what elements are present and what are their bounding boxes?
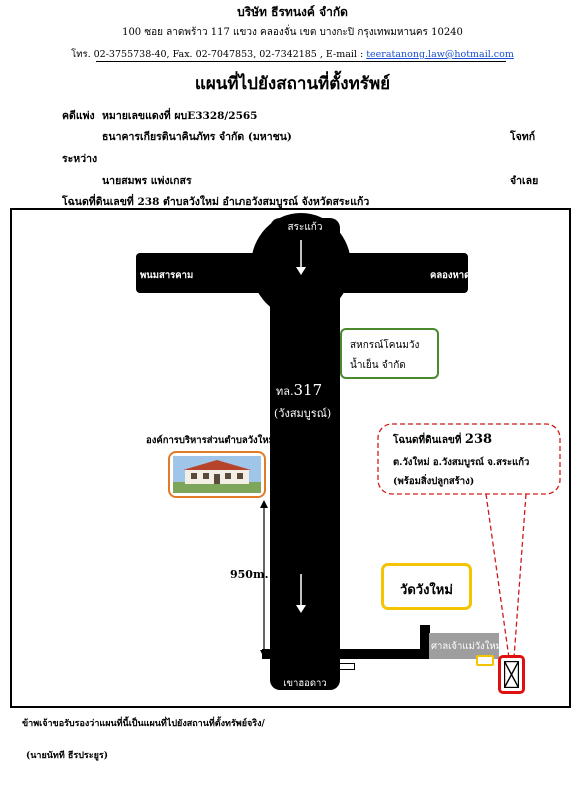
road-shrine-post xyxy=(420,625,430,659)
company-name: บริษัท ธีรทนงค์ จำกัด xyxy=(237,5,348,19)
page-title: แผนที่ไปยังสถานที่ตั้งทรัพย์ xyxy=(194,74,391,94)
deed-callout-line2: ต.วังใหม่ อ.วังสมบูรณ์ จ.สระแก้ว xyxy=(393,457,530,468)
cross-icon xyxy=(503,660,520,689)
admin-office-label: องค์การบริหารส่วนตำบลวังใหม่ xyxy=(146,435,275,446)
deed-callout-line1: โฉนดที่ดินเลขที่ 238 xyxy=(393,432,492,448)
deed-callout-line3: (พร้อมสิ่งปลูกสร้าง) xyxy=(393,476,475,487)
deed-callout-bubble xyxy=(377,423,561,659)
arrow-down-icon xyxy=(296,240,306,275)
map-frame xyxy=(10,208,571,708)
defendant-name: นายสมพร แพ่งเกสร xyxy=(102,175,192,187)
temple-label: วัดวังใหม่ xyxy=(400,583,453,598)
arrow-down-icon xyxy=(296,574,306,613)
coop-line1: สหกรณ์โคนมวัง xyxy=(350,340,420,351)
company-contact: โทร. 02-3755738-40, Fax. 02-7047853, 02-… xyxy=(0,47,585,62)
signer-name: (นายนัทที ธีรประยูร) xyxy=(26,751,108,761)
admin-office-photo xyxy=(168,451,266,498)
case-number: หมายเลขแดงที่ ผบE3328/2565 xyxy=(102,110,258,122)
email-link[interactable]: teeratanong.law@hotmail.com xyxy=(366,49,514,60)
road-317 xyxy=(270,218,340,690)
between-label: ระหว่าง xyxy=(62,153,98,165)
building-icon xyxy=(173,456,261,493)
defendant-role: จำเลย xyxy=(510,175,539,187)
coop-box: สหกรณ์โคนมวัง น้ำเย็น จำกัด xyxy=(340,328,439,379)
certification-text: ข้าพเจ้าขอรับรองว่าแผนที่นี้เป็นแผนที่ไป… xyxy=(22,719,265,729)
road-subname: (วังสมบูรณ์) xyxy=(274,407,332,420)
small-building-marker xyxy=(339,663,355,670)
property-marker xyxy=(498,655,525,694)
road-number: 317 xyxy=(293,381,323,399)
map-label-right: คลองหาด xyxy=(430,270,471,281)
map-label-top: สระแก้ว xyxy=(287,222,323,233)
road-prefix: ทล. xyxy=(276,385,294,398)
coop-line2: น้ำเย็น จำกัด xyxy=(350,360,406,371)
road-side-branch xyxy=(262,649,432,659)
distance-marker xyxy=(260,500,268,658)
letterhead-divider xyxy=(96,61,506,62)
shrine-box: ศาลเจ้าแม่วังใหม่ xyxy=(429,633,502,659)
map-label-bottom: เขาฮอดาว xyxy=(283,678,327,689)
distance-label: 950m. xyxy=(230,568,269,581)
shrine-label: ศาลเจ้าแม่วังใหม่ xyxy=(431,641,502,652)
map-label-left: พนมสารคาม xyxy=(140,270,194,281)
plaintiff-role: โจทก์ xyxy=(510,131,536,143)
company-address: 100 ซอย ลาดพร้าว 117 แขวง คลองจั่น เขต บ… xyxy=(122,27,463,38)
road-number-label: ทล.317 xyxy=(276,380,322,400)
case-label: คดีแพ่ง xyxy=(62,110,95,122)
plaintiff-name: ธนาคารเกียรตินาคินภัทร จำกัด (มหาชน) xyxy=(102,131,292,143)
contact-text: โทร. 02-3755738-40, Fax. 02-7047853, 02-… xyxy=(71,49,364,60)
deed-line: โฉนดที่ดินเลขที่ 238 ตำบลวังใหม่ อำเภอวั… xyxy=(62,196,370,208)
deed-callout-prefix: โฉนดที่ดินเลขที่ xyxy=(393,435,462,446)
shrine-marker xyxy=(476,655,494,666)
deed-callout-number: 238 xyxy=(464,432,493,447)
temple-box: วัดวังใหม่ xyxy=(381,563,472,610)
